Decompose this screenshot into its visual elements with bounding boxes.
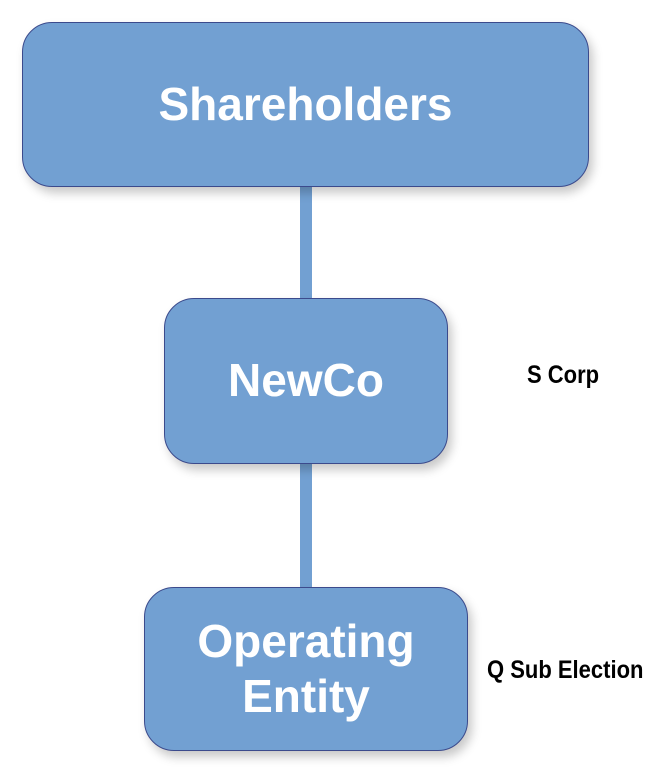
node-operating-entity: Operating Entity <box>144 587 468 751</box>
connector-shareholders-newco <box>300 186 312 300</box>
annotation-s-corp: S Corp <box>527 361 600 389</box>
node-newco: NewCo <box>164 298 448 464</box>
annotation-q-sub-election: Q Sub Election <box>487 656 644 684</box>
node-operating-label-line1: Operating <box>197 614 415 667</box>
connector-newco-operating <box>300 462 312 589</box>
node-shareholders-label: Shareholders <box>158 77 453 130</box>
node-operating-label-line2: Entity <box>242 670 370 722</box>
node-newco-label: NewCo <box>228 354 384 407</box>
node-shareholders: Shareholders <box>22 22 589 187</box>
